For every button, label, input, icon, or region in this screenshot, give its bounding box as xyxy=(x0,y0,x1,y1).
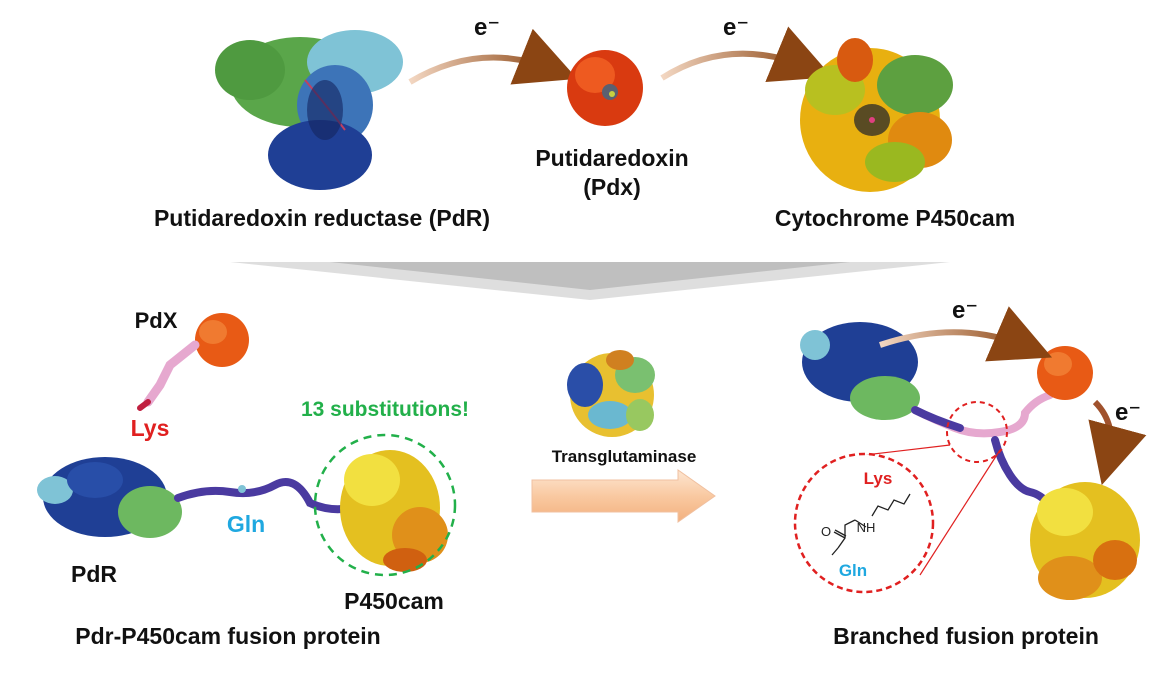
process-arrow xyxy=(531,469,716,523)
lys-label-left: Lys xyxy=(131,415,170,441)
electron-arrow-3 xyxy=(879,306,1053,362)
electron-arrow-4 xyxy=(1088,399,1147,486)
pdx-label-bottom: PdX xyxy=(135,308,178,333)
chemical-structure-circle xyxy=(793,452,935,594)
pdr-label-top: Putidaredoxin reductase (PdR) xyxy=(154,205,490,231)
p450-protein-branched xyxy=(1030,482,1140,600)
electron-label-1: e⁻ xyxy=(474,14,500,41)
pdx-label-line1: Putidaredoxin xyxy=(535,145,688,171)
pdx-label-line2: (Pdx) xyxy=(583,174,641,200)
zoom-line-1 xyxy=(864,444,951,456)
p450-label-bottom: P450cam xyxy=(344,588,444,614)
pdx-protein-branched xyxy=(1037,346,1093,400)
linker-chain-right xyxy=(911,391,1054,509)
electron-label-2: e⁻ xyxy=(723,14,749,41)
p450-protein-top xyxy=(800,38,953,192)
p450-label-top: Cytochrome P450cam xyxy=(775,205,1015,231)
electron-arrow-1 xyxy=(408,28,578,85)
electron-label-4: e⁻ xyxy=(1115,399,1141,426)
electron-arrow-2 xyxy=(660,26,833,83)
nh-atom-label: NH xyxy=(857,520,876,535)
pdx-protein-top xyxy=(567,50,643,126)
transglutaminase-label: Transglutaminase xyxy=(552,447,697,466)
pdr-protein-top xyxy=(215,30,403,190)
pdr-protein-bottom xyxy=(37,457,182,538)
electron-label-3: e⁻ xyxy=(952,297,978,324)
chemical-structure xyxy=(831,493,911,556)
separator-shade xyxy=(230,262,950,300)
o-atom-label: O xyxy=(821,524,831,539)
p450-protein-bottom-left xyxy=(340,450,448,572)
fusion-caption-right: Branched fusion protein xyxy=(833,623,1099,649)
gln-label-left: Gln xyxy=(227,511,265,537)
zoom-line-2 xyxy=(919,449,1001,576)
substitutions-label: 13 substitutions! xyxy=(301,398,469,421)
lys-label-right: Lys xyxy=(864,469,893,488)
transglutaminase-protein xyxy=(567,350,655,437)
gln-label-right: Gln xyxy=(839,561,867,580)
pdx-protein-bottom xyxy=(137,313,249,411)
substitutions-circle xyxy=(313,433,457,577)
crosslink-site-circle xyxy=(946,401,1008,463)
fusion-caption-left: Pdr-P450cam fusion protein xyxy=(75,623,380,649)
linker-chain-left xyxy=(174,478,354,514)
pdr-label-bottom: PdR xyxy=(71,561,117,587)
